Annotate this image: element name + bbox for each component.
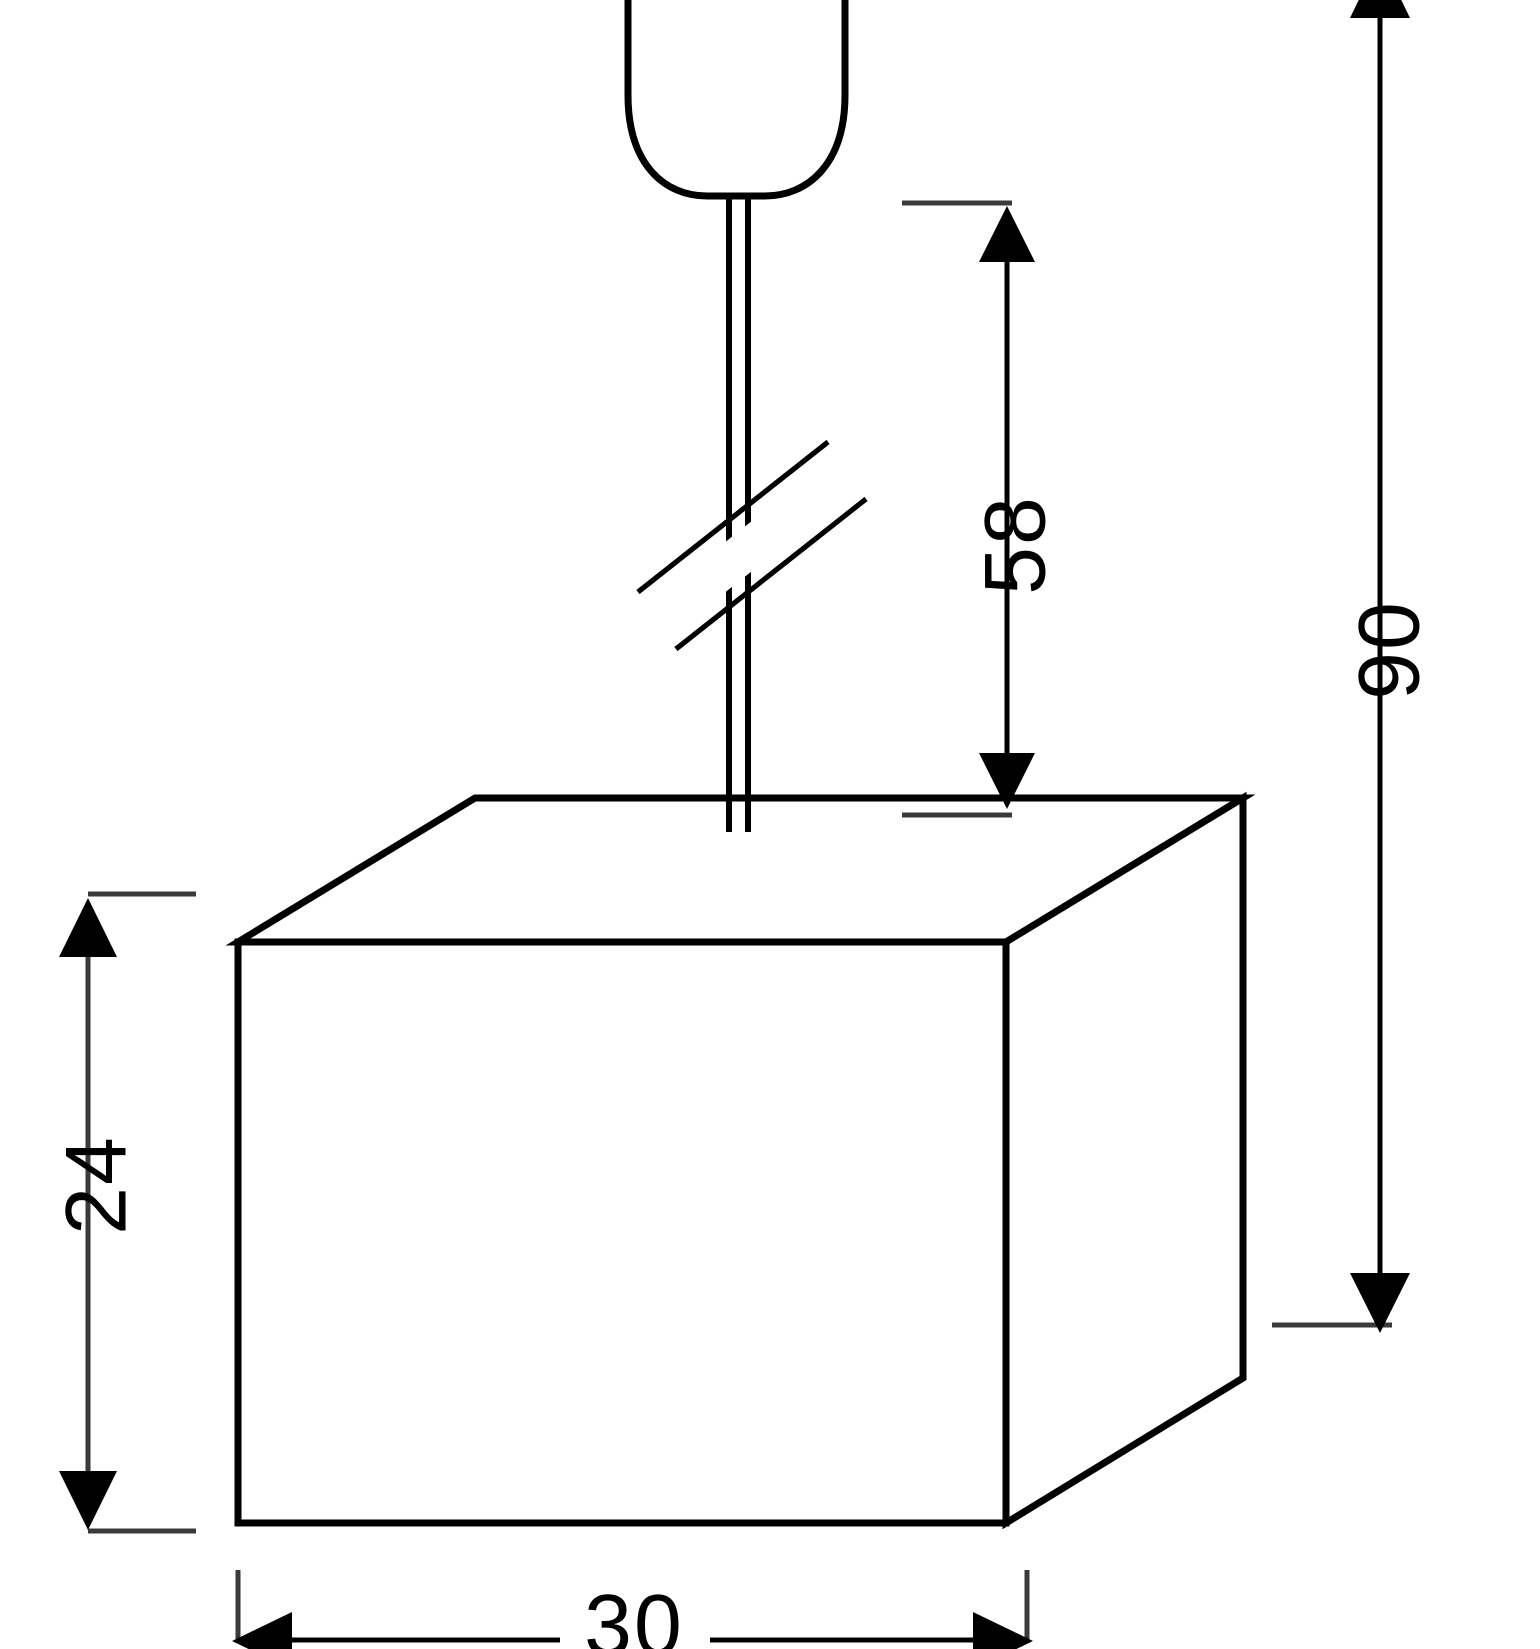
dimension-label-24: 24 [49, 1135, 145, 1235]
arrowhead-down-icon [59, 1471, 117, 1530]
arrowhead-down-icon [979, 753, 1035, 809]
dimension-24: 24 [49, 891, 196, 1534]
dimension-90: 90 [1272, 0, 1438, 1333]
dimension-label-58: 58 [968, 495, 1064, 595]
arrowhead-left-icon [232, 1612, 292, 1649]
dimension-58: 58 [902, 200, 1064, 818]
dimension-30: 30 [232, 1570, 1033, 1649]
arrowhead-up-icon [979, 206, 1035, 262]
arrowhead-up-icon [59, 898, 117, 957]
arrowhead-right-icon [973, 1612, 1033, 1649]
arrowhead-down-icon [1350, 1273, 1410, 1333]
cube-shade [225, 791, 1256, 1530]
cable-break-symbol [636, 440, 868, 651]
suspension-cable [726, 194, 751, 832]
ceiling-canopy [624, 0, 849, 200]
dimension-label-30: 30 [584, 1578, 684, 1649]
arrowhead-up-icon [1350, 0, 1410, 18]
suspension-cable-lower [726, 790, 751, 832]
dimension-label-90: 90 [1342, 600, 1438, 700]
